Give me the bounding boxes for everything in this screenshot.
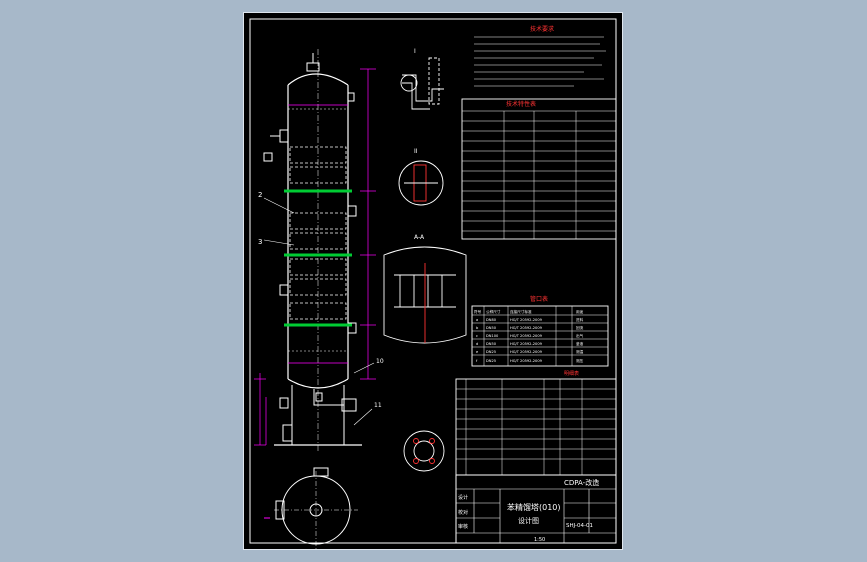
callout-3: 3 <box>258 238 262 246</box>
dimension-lines <box>254 68 376 446</box>
nozzle-row-2-3: 出气 <box>576 333 584 338</box>
nozzle-row-5-3: 测压 <box>576 358 584 363</box>
nozzle-row-4-1: DN25 <box>486 350 496 354</box>
project-name: CDPA-改造 <box>564 478 599 487</box>
detail-label-2: II <box>414 148 418 155</box>
outer-frame <box>249 18 617 544</box>
nozzle-header-3: 用途 <box>576 309 584 314</box>
nozzle-header-0: 符号 <box>474 309 482 314</box>
nozzle-row-1-3: 回流 <box>576 325 584 330</box>
nozzle-row-5-0: f <box>476 359 478 363</box>
nozzle-row-4-0: e <box>476 350 479 354</box>
nozzle-row-0-0: a <box>476 318 478 322</box>
detail-label-3: A-A <box>414 234 425 241</box>
nozzle-row-3-0: d <box>476 342 478 346</box>
detail-view-1 <box>400 57 444 110</box>
parts-table-title: 明细表 <box>564 370 579 377</box>
nozzle-row-2-0: c <box>476 334 478 338</box>
nozzle-header-1: 公称尺寸 <box>486 309 501 314</box>
tech-notes-title: 技术要求 <box>530 25 554 33</box>
column-elevation <box>263 49 362 453</box>
plan-view <box>264 467 358 549</box>
tech-notes: 技术要求 <box>474 25 606 87</box>
checker-label: 审核 <box>458 523 468 530</box>
nozzle-table-title: 管口表 <box>530 295 548 303</box>
nozzle-row-1-2: HG/T 20592-2009 <box>510 326 543 330</box>
nozzle-row-3-3: 釜液 <box>576 341 584 346</box>
nozzle-row-5-2: HG/T 20592-2009 <box>510 359 543 363</box>
callout-2: 2 <box>258 191 262 199</box>
nozzle-row-3-2: HG/T 20592-2009 <box>510 342 543 346</box>
nozzle-row-5-1: DN25 <box>486 359 496 363</box>
scale-value: 1:50 <box>534 537 545 543</box>
detail-tray-section <box>383 246 467 344</box>
callouts <box>263 197 375 426</box>
flange-detail <box>403 430 445 472</box>
proofer-label: 校对 <box>458 509 468 516</box>
nozzle-table: 管口表 符号 公称尺寸 连接尺寸标准 用途 a DN80 HG/T 20592-… <box>471 295 609 367</box>
drawing-number: SHJ-04-01 <box>566 523 593 529</box>
parts-table: 明细表 <box>455 370 617 476</box>
callout-10: 10 <box>376 358 384 365</box>
nozzle-row-1-0: b <box>476 326 479 330</box>
spec-table-title: 技术特性表 <box>506 100 536 108</box>
nozzle-row-0-3: 进料 <box>576 317 584 322</box>
detail-view-2 <box>398 160 444 206</box>
nozzle-row-2-2: HG/T 20592-2009 <box>510 334 543 338</box>
nozzle-row-0-2: HG/T 20592-2009 <box>510 318 543 322</box>
nozzle-row-1-1: DN50 <box>486 326 497 330</box>
nozzle-row-4-2: HG/T 20592-2009 <box>510 350 543 354</box>
nozzle-row-3-1: DN50 <box>486 342 497 346</box>
drawing-sheet: 2 3 10 11 I II A-A <box>243 12 623 550</box>
nozzle-row-0-1: DN80 <box>486 318 497 322</box>
nozzle-row-2-1: DN100 <box>486 334 499 338</box>
detail-label-1: I <box>414 48 416 55</box>
designer-label: 设计 <box>458 494 468 501</box>
callout-11: 11 <box>374 402 382 409</box>
drawing-title: 苯精馏塔(010) <box>507 502 561 512</box>
drawing-subtitle: 设计图 <box>518 516 539 525</box>
nozzle-row-4-3: 测温 <box>576 349 584 354</box>
spec-table: 技术特性表 <box>461 98 617 240</box>
title-block: CDPA-改造 苯精馏塔(010) 设计图 SHJ-04-01 设计 校对 审核… <box>455 474 617 544</box>
cad-drawing: 2 3 10 11 I II A-A <box>249 18 617 549</box>
nozzle-header-2: 连接尺寸标准 <box>510 309 532 314</box>
